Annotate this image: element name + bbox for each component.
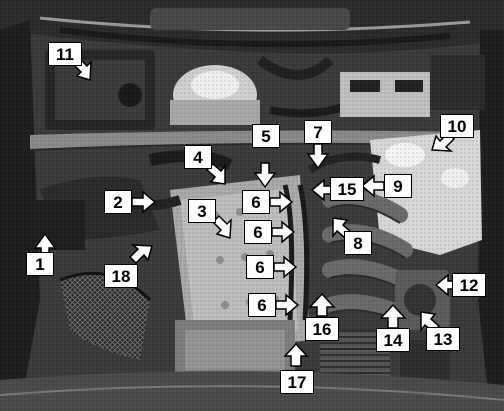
callout-label: 13 xyxy=(426,327,460,351)
callout-label: 12 xyxy=(452,273,486,297)
callout-label: 6 xyxy=(248,293,276,317)
callout-label: 11 xyxy=(48,42,82,66)
callout-label: 17 xyxy=(280,370,314,394)
callout-label: 8 xyxy=(344,231,372,255)
callout-label: 1 xyxy=(26,252,54,276)
callout-label: 16 xyxy=(305,317,339,341)
callout-label: 15 xyxy=(330,177,364,201)
callout-label: 3 xyxy=(188,199,216,223)
callout-label: 10 xyxy=(440,114,474,138)
callout-label: 7 xyxy=(304,120,332,144)
callout-label: 6 xyxy=(244,220,272,244)
callout-label: 5 xyxy=(252,124,280,148)
callout-label: 4 xyxy=(184,145,212,169)
callout-label: 6 xyxy=(246,255,274,279)
callout-label: 2 xyxy=(104,190,132,214)
callout-label: 14 xyxy=(376,328,410,352)
callout-label: 18 xyxy=(104,264,138,288)
callout-label: 9 xyxy=(384,174,412,198)
callout-label: 6 xyxy=(242,190,270,214)
